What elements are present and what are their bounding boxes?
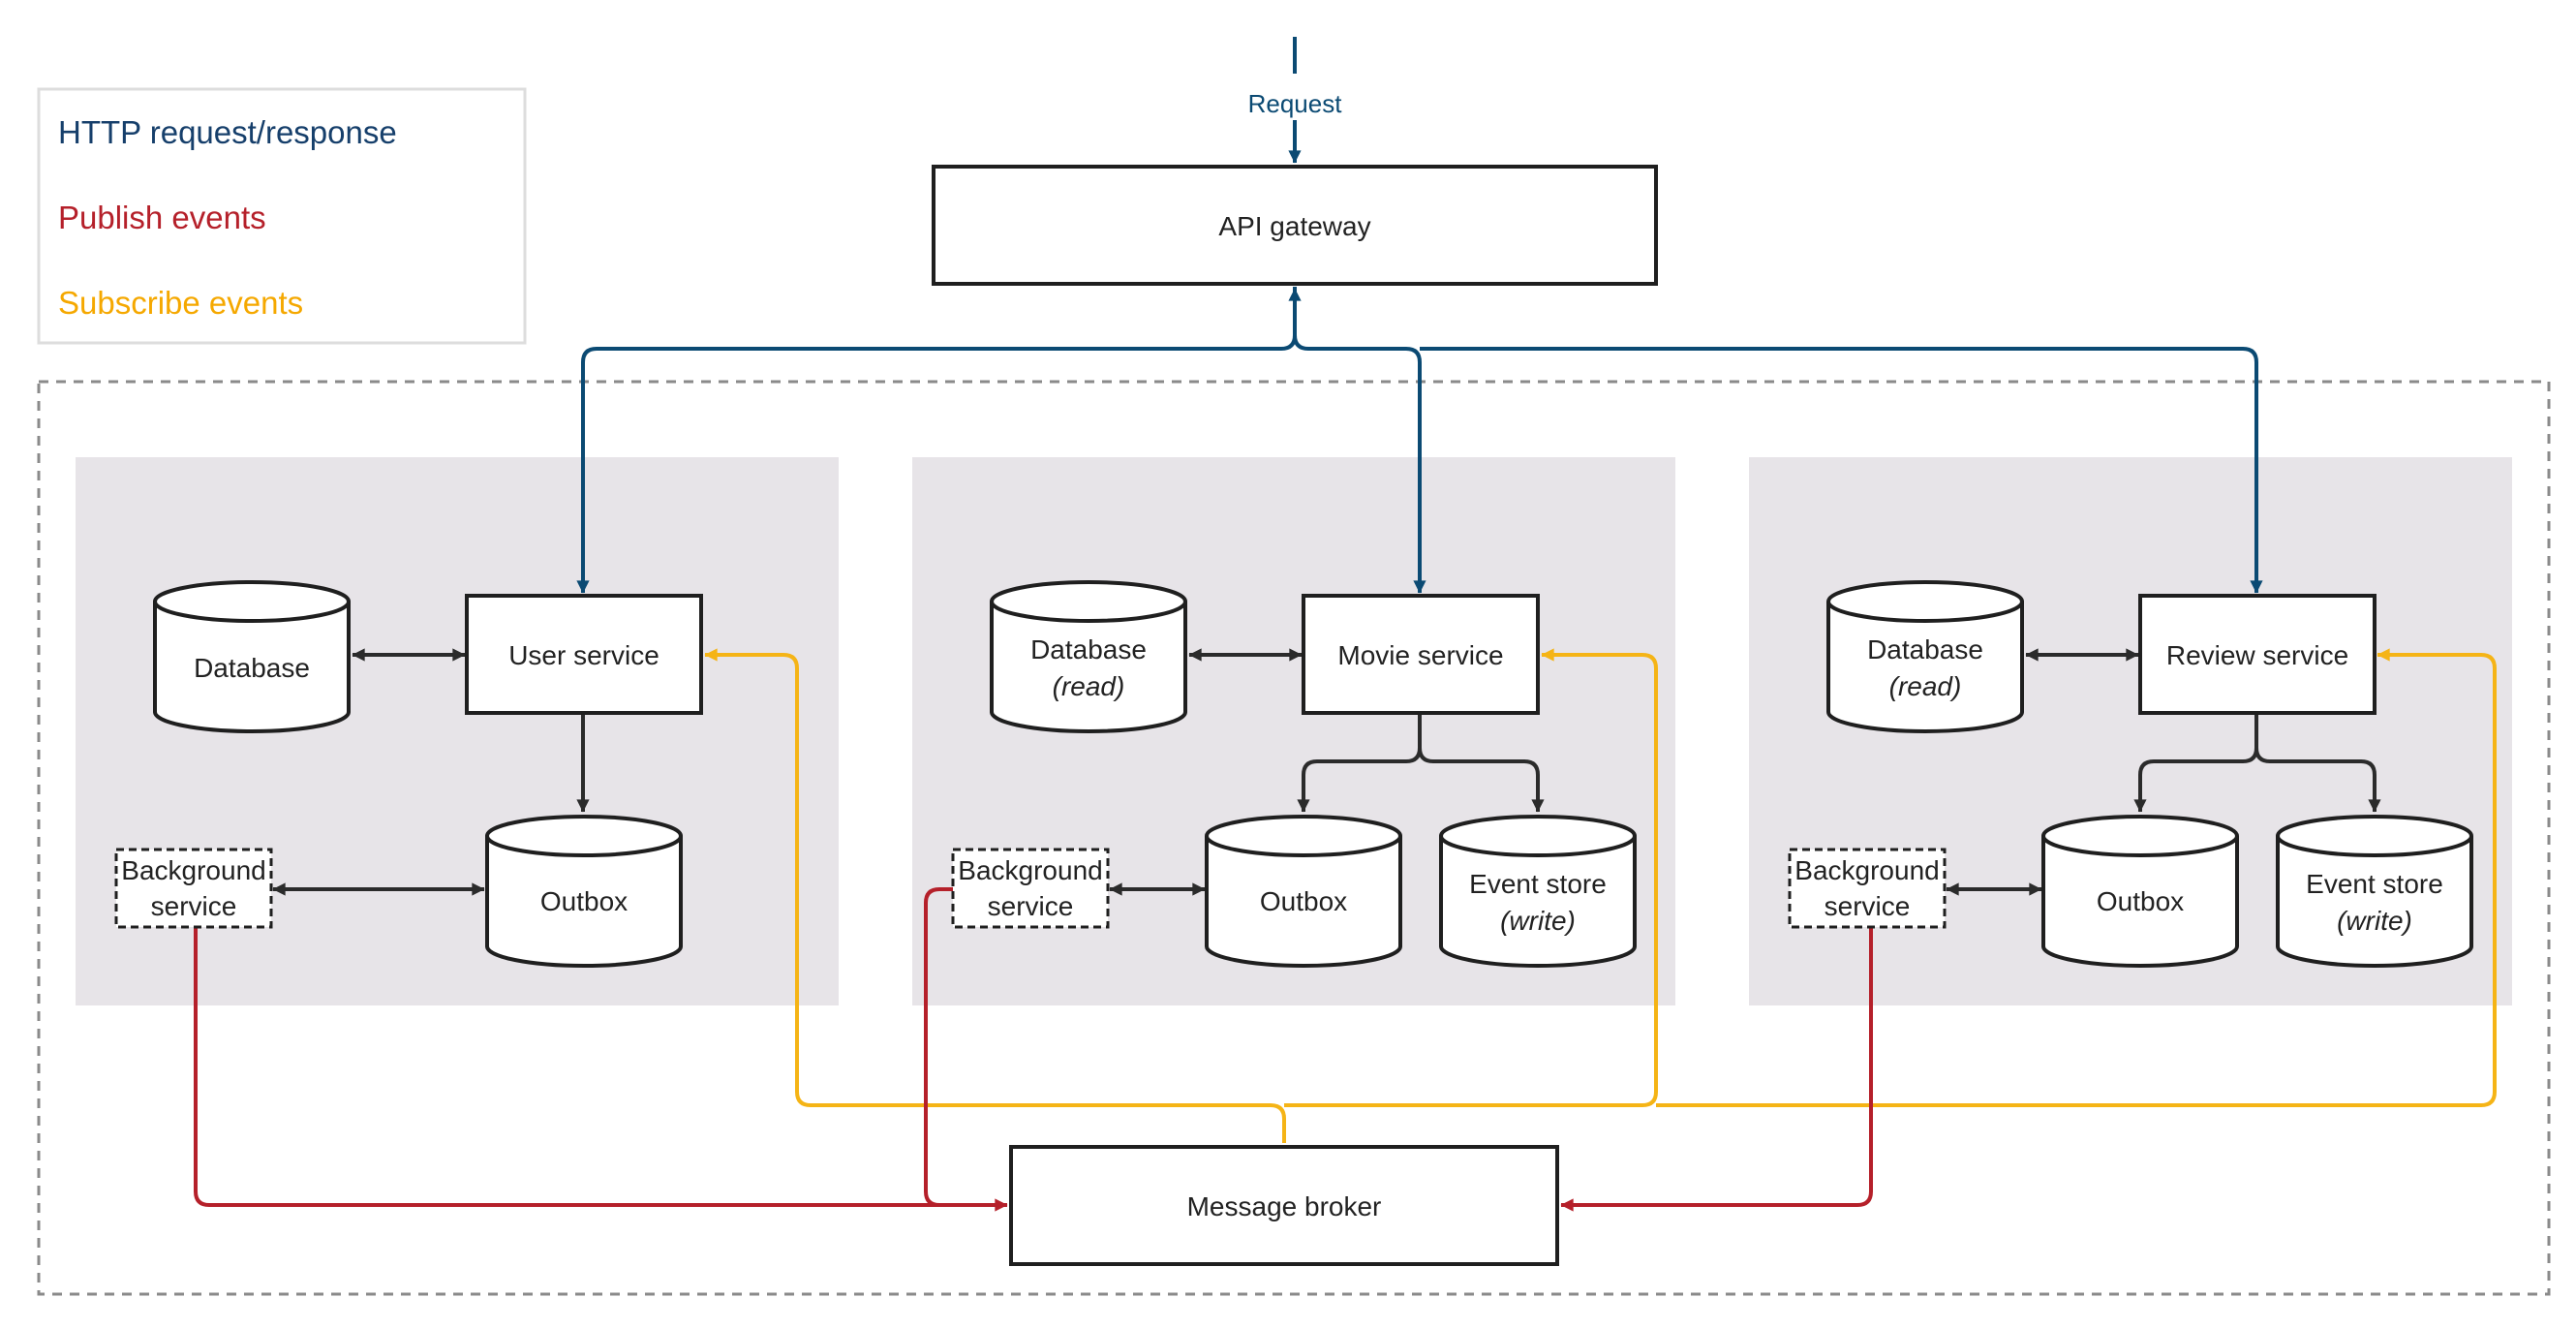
user-database-label: Database <box>194 653 310 683</box>
message-broker-node[interactable]: Message broker <box>1009 1145 1559 1266</box>
review-event-store-node[interactable]: Event store (write) <box>2276 815 2473 968</box>
legend: HTTP request/response Publish events Sub… <box>37 87 527 345</box>
request-label: Request <box>1248 89 1343 118</box>
movie-background-label-2: service <box>988 891 1074 921</box>
http-edge-movie <box>1293 334 1426 594</box>
http-edge-review <box>1420 347 2263 594</box>
system-boundary <box>37 380 2551 1296</box>
legend-box <box>37 87 527 345</box>
request-label-bg <box>1240 83 1350 118</box>
legend-http-label: HTTP request/response <box>58 114 397 150</box>
movie-outbox-label: Outbox <box>1260 886 1347 916</box>
http-edges <box>576 37 2263 594</box>
review-outbox-node[interactable]: Outbox <box>2041 815 2239 968</box>
review-eventstore-edge <box>2254 747 2381 813</box>
review-service-label: Review service <box>2166 640 2348 670</box>
review-database-node[interactable]: Database (read) <box>1826 580 2024 733</box>
user-background-label-2: service <box>151 891 237 921</box>
movie-event-store-note: (write) <box>1500 906 1576 936</box>
user-outbox-node[interactable]: Outbox <box>485 815 683 968</box>
movie-service-label: Movie service <box>1337 640 1503 670</box>
internal-edges <box>272 648 2381 896</box>
movie-eventstore-edge <box>1418 747 1545 813</box>
api-gateway-label: API gateway <box>1218 211 1370 241</box>
movie-outbox-node[interactable]: Outbox <box>1205 815 1402 968</box>
review-background-label-2: service <box>1825 891 1911 921</box>
movie-database-label: Database <box>1030 634 1147 664</box>
publish-edge-user <box>194 928 1008 1212</box>
publish-edge-review <box>1560 928 1873 1212</box>
review-background-service-node[interactable]: Background service <box>1788 848 1947 929</box>
publish-edge-movie <box>924 887 1007 1207</box>
movie-event-store-node[interactable]: Event store (write) <box>1439 815 1637 968</box>
review-service-node[interactable]: Review service <box>2138 594 2377 715</box>
movie-database-node[interactable]: Database (read) <box>990 580 1187 733</box>
user-background-service-node[interactable]: Background service <box>114 848 273 929</box>
subscribe-edge-movie <box>1284 648 1658 1107</box>
review-database-note: (read) <box>1889 671 1962 701</box>
review-outbox-label: Outbox <box>2097 886 2184 916</box>
subscribe-edge-user <box>704 648 1286 1143</box>
subscribe-edges <box>704 648 2497 1143</box>
user-background-label-1: Background <box>121 855 265 885</box>
movie-background-label-1: Background <box>958 855 1102 885</box>
user-service-node[interactable]: User service <box>465 594 703 715</box>
review-database-label: Database <box>1867 634 1983 664</box>
api-gateway-node[interactable]: API gateway <box>932 165 1658 286</box>
message-broker-label: Message broker <box>1187 1191 1382 1221</box>
movie-event-store-label: Event store <box>1469 869 1607 899</box>
legend-subscribe-label: Subscribe events <box>58 285 303 321</box>
movie-service-node[interactable]: Movie service <box>1302 594 1540 715</box>
review-event-store-note: (write) <box>2337 906 2412 936</box>
movie-database-note: (read) <box>1053 671 1125 701</box>
user-outbox-label: Outbox <box>540 886 628 916</box>
user-database-node[interactable]: Database <box>153 580 351 733</box>
review-background-label-1: Background <box>1794 855 1939 885</box>
review-event-store-label: Event store <box>2306 869 2443 899</box>
legend-publish-label: Publish events <box>58 200 266 235</box>
movie-background-service-node[interactable]: Background service <box>951 848 1110 929</box>
user-service-label: User service <box>508 640 659 670</box>
publish-edges <box>194 887 1873 1212</box>
subscribe-edge-review <box>1656 648 2497 1107</box>
